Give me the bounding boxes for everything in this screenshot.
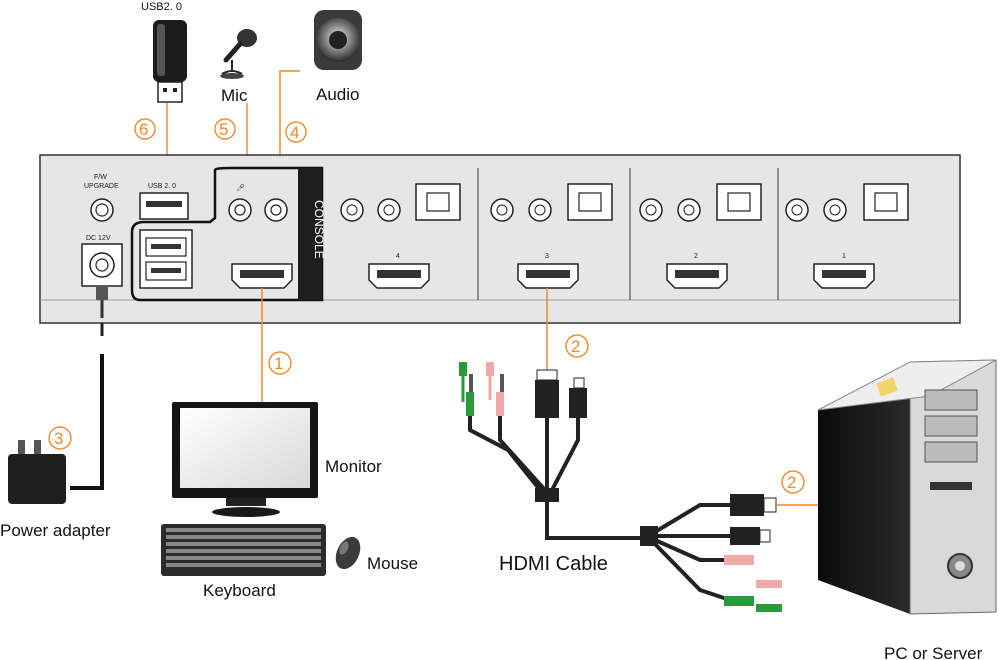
port-group-1: 1 [785, 183, 909, 289]
pc-tower-icon [817, 359, 997, 615]
monitor-icon [172, 402, 318, 517]
step-4-marker: 4 [285, 121, 307, 143]
pc-label: PC or Server [884, 644, 983, 660]
step-2-marker-right: 2 [781, 470, 805, 494]
usb-flash-drive-icon [153, 20, 187, 103]
svg-text:2: 2 [571, 337, 580, 356]
hdmi-cable-label: HDMI Cable [499, 553, 608, 575]
svg-text:5: 5 [219, 120, 228, 139]
svg-text:4: 4 [396, 253, 400, 260]
dc-power-jack: DC 12V [81, 235, 123, 287]
svg-text:3: 3 [54, 429, 63, 448]
console-label: CONSOLE [312, 200, 326, 259]
svg-text:2: 2 [694, 253, 698, 260]
svg-text:3: 3 [545, 253, 549, 260]
power-adapter-icon [8, 440, 66, 504]
power-cable [70, 286, 108, 490]
mouse-icon [335, 536, 361, 570]
usb-top-label: USB2. 0 [141, 1, 182, 13]
step-1-marker: 1 [268, 351, 292, 375]
microphone-icon [220, 29, 257, 79]
svg-text:2: 2 [787, 473, 796, 492]
port-group-2: 2 [639, 183, 762, 289]
port-group-3: 3 [490, 183, 613, 289]
svg-text:F/W: F/W [94, 174, 107, 181]
keyboard-label: Keyboard [203, 581, 276, 600]
svg-text:4: 4 [290, 123, 299, 142]
speaker-icon [314, 10, 362, 70]
svg-text:🎤︎: 🎤︎ [236, 184, 245, 192]
kvm-rear-panel [39, 154, 961, 324]
mic-label: Mic [221, 86, 248, 105]
audio-label: Audio [316, 85, 359, 104]
svg-text:1: 1 [274, 354, 283, 373]
svg-text:6: 6 [139, 120, 148, 139]
usb20-port: USB 2. 0 [139, 183, 189, 220]
svg-text:USB 2. 0: USB 2. 0 [148, 183, 176, 190]
step-2-marker-top: 2 [565, 334, 589, 358]
step-6-marker: 6 [134, 118, 156, 140]
mouse-label: Mouse [367, 554, 418, 573]
svg-text:UPGRADE: UPGRADE [84, 183, 119, 190]
fw-upgrade-port: F/W UPGRADE [84, 174, 119, 222]
keyboard-icon [161, 524, 326, 576]
svg-text:DC 12V: DC 12V [86, 235, 111, 242]
svg-text:1: 1 [842, 253, 846, 260]
power-adapter-label: Power adapter [0, 521, 111, 540]
step-5-marker: 5 [214, 118, 236, 140]
step-3-marker: 3 [48, 426, 72, 450]
hdmi-kvm-cable [459, 362, 782, 612]
console-section: CONSOLE 🎤︎ [130, 166, 326, 302]
port-group-4: 4 [340, 183, 461, 289]
monitor-label: Monitor [325, 457, 382, 476]
